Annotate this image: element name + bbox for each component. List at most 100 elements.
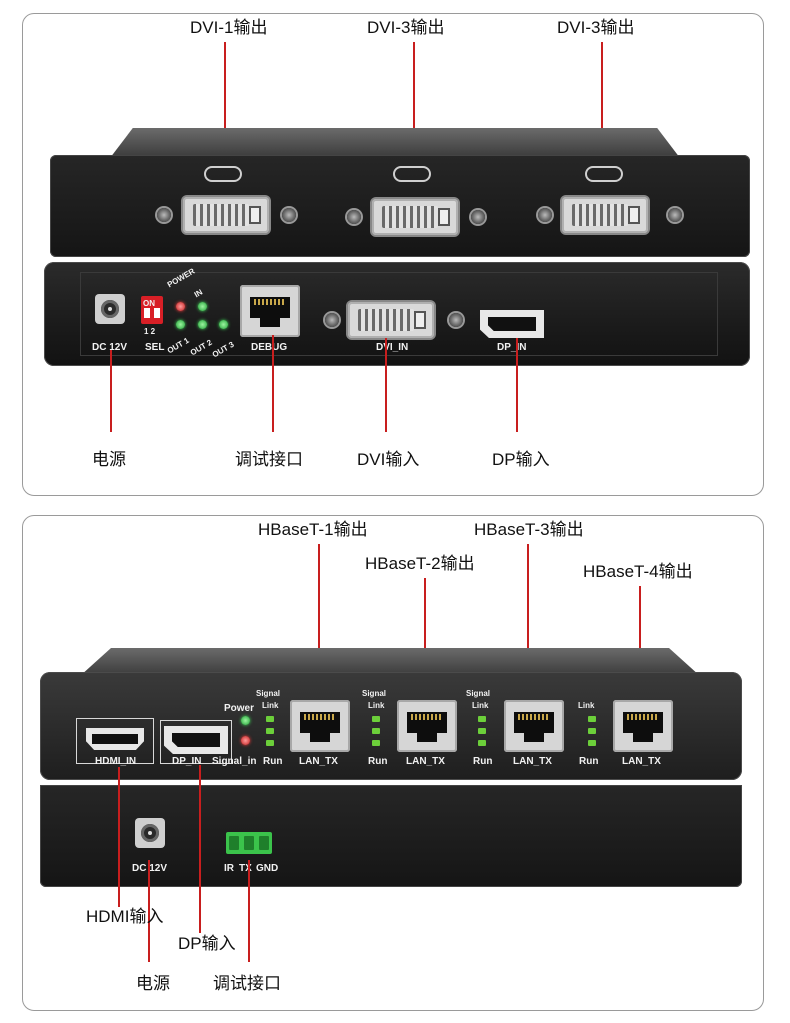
dp-port-frame (160, 720, 232, 764)
silk-dip-on: ON (143, 299, 155, 308)
displayport-input-port (164, 726, 228, 754)
callout-hbaset1-output: HBaseT-1输出 (258, 520, 368, 539)
silk-lan-tx-1: LAN_TX (299, 756, 338, 767)
power-led (176, 302, 185, 311)
callout-dvi-input: DVI输入 (357, 450, 420, 469)
silk-lan-tx-4: LAN_TX (622, 756, 661, 767)
silk-lan-tx-3: LAN_TX (513, 756, 552, 767)
screw-icon (282, 208, 296, 222)
silk-signal-3: Signal (466, 689, 491, 698)
silk-dp-in: DP_IN (172, 756, 202, 767)
screw-icon (538, 208, 552, 222)
callout-hbaset3-output: HBaseT-3输出 (474, 520, 584, 539)
input-led (198, 302, 207, 311)
leader-line-dvi1 (224, 42, 226, 210)
silk-gnd: GND (256, 863, 279, 874)
out1-led (176, 320, 185, 329)
hdmi-port-frame (76, 718, 154, 764)
leader-line-dvi3-a (413, 42, 415, 210)
silk-run-1: Run (263, 756, 283, 767)
run-led (266, 740, 274, 746)
silk-link-1: Link (262, 701, 279, 710)
leader-line-dvi3-b (601, 42, 603, 210)
silk-dip-numbers: 1 2 (144, 327, 156, 336)
screw-icon (325, 313, 339, 327)
leader-line-dp-in (199, 765, 201, 933)
link-led (588, 716, 596, 722)
silk-dc12v: DC 12V (92, 342, 128, 353)
screw-icon (157, 208, 171, 222)
link-led (266, 716, 274, 722)
leader-line-hbaset2 (424, 578, 426, 710)
dvi-output-2-symbol-icon (393, 166, 431, 182)
dc-power-jack (135, 818, 165, 848)
silk-signal-2: Signal (362, 689, 387, 698)
upper-unit-top-cover (110, 128, 680, 158)
silk-link-4: Link (578, 701, 595, 710)
silk-run-3: Run (473, 756, 493, 767)
screw-icon (668, 208, 682, 222)
screw-icon (471, 210, 485, 224)
run-led (372, 740, 380, 746)
callout-debug-port: 调试接口 (213, 974, 281, 993)
callout-dvi3-output-a: DVI-3输出 (367, 18, 445, 37)
signal-in-led (241, 736, 250, 745)
link-led (478, 716, 486, 722)
silk-signal-in: Signal_in (212, 756, 257, 767)
dvi-input-port (348, 302, 434, 338)
dvi-output-2-port (372, 199, 458, 235)
silk-sel: SEL (145, 342, 165, 353)
callout-dp-input: DP输入 (178, 934, 236, 953)
leader-line-power (110, 350, 112, 432)
upper-unit-top-cover (80, 648, 700, 676)
callout-dvi1-output: DVI-1输出 (190, 18, 268, 37)
lan-tx-3-port (504, 700, 564, 752)
silk-dvi-in: DVI_IN (376, 342, 409, 353)
dvi-output-3-port (562, 197, 648, 233)
signal-led (588, 728, 596, 734)
debug-rj45-port (240, 285, 300, 337)
leader-line-hbaset3 (527, 544, 529, 710)
callout-power: 电源 (136, 974, 170, 993)
callout-hbaset2-output: HBaseT-2输出 (365, 554, 475, 573)
signal-led (478, 728, 486, 734)
silk-signal-1: Signal (256, 689, 281, 698)
silk-debug: DEBUG (251, 342, 288, 353)
leader-line-dvi-in (385, 338, 387, 432)
callout-hdmi-input: HDMI输入 (86, 907, 164, 926)
lan-tx-1-port (290, 700, 350, 752)
callout-dp-input: DP输入 (492, 450, 550, 469)
signal-led (266, 728, 274, 734)
leader-line-debug (248, 860, 250, 962)
callout-power: 电源 (92, 450, 126, 469)
link-led (372, 716, 380, 722)
out2-led (198, 320, 207, 329)
sel-dip-switch (141, 296, 163, 324)
dvi-output-1-symbol-icon (204, 166, 242, 182)
leader-line-power (148, 860, 150, 962)
dvi-output-3-symbol-icon (585, 166, 623, 182)
silk-power: Power (224, 703, 255, 714)
ir-tx-gnd-terminal-block (226, 832, 272, 854)
callout-debug-port: 调试接口 (235, 450, 303, 469)
leader-line-dp-in (516, 338, 518, 432)
silk-run-4: Run (579, 756, 599, 767)
silk-dp-in: DP_IN (497, 342, 527, 353)
screw-icon (449, 313, 463, 327)
run-led (478, 740, 486, 746)
silk-lan-tx-2: LAN_TX (406, 756, 445, 767)
signal-led (372, 728, 380, 734)
dvi-output-1-port (183, 197, 269, 233)
leader-line-hdmi-in (118, 767, 120, 907)
hdmi-input-port (86, 728, 144, 750)
leader-line-debug (272, 335, 274, 432)
displayport-input-port (480, 310, 544, 338)
callout-dvi3-output-b: DVI-3输出 (557, 18, 635, 37)
out3-led (219, 320, 228, 329)
silk-link-3: Link (472, 701, 489, 710)
silk-ir: IR (224, 863, 234, 874)
screw-icon (347, 210, 361, 224)
dc-power-jack (95, 294, 125, 324)
leader-line-hbaset1 (318, 544, 320, 710)
run-led (588, 740, 596, 746)
